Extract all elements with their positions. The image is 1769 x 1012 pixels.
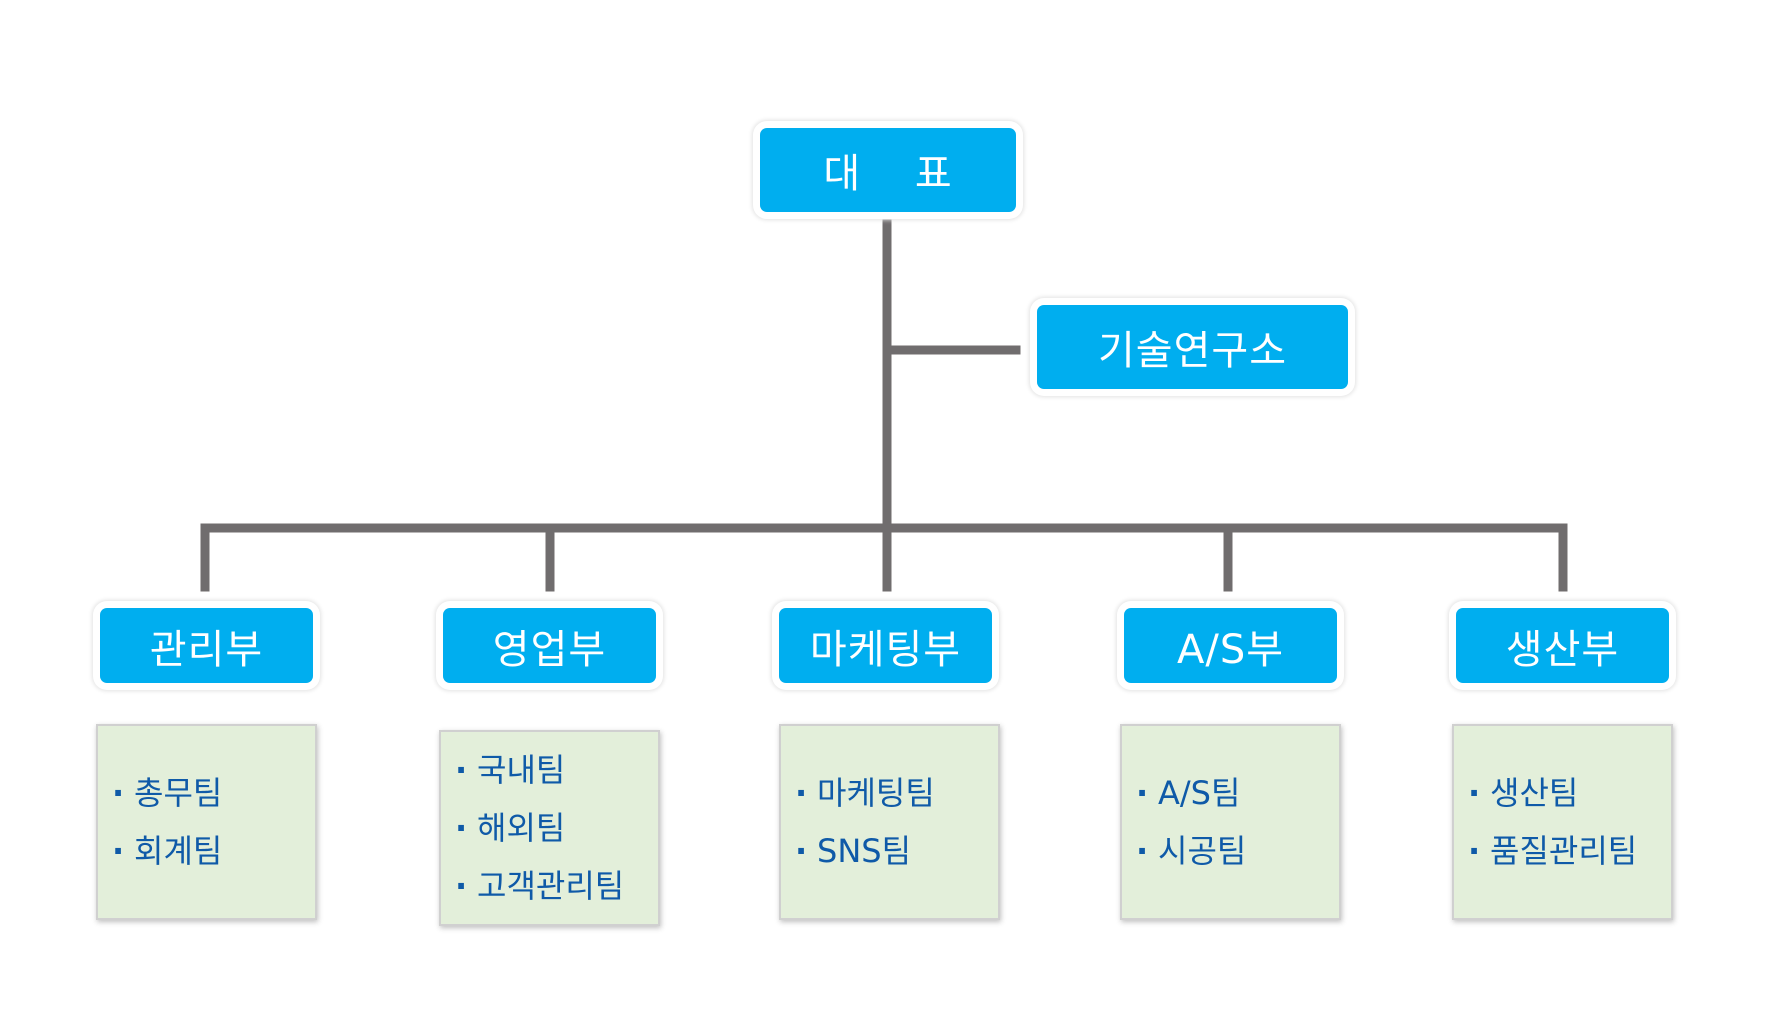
team-list: 총무팀 회계팀 <box>112 764 315 880</box>
team-list: 생산팀 품질관리팀 <box>1468 764 1671 880</box>
department-node-sales: 영업부 <box>443 608 656 683</box>
team-item: 고객관리팀 <box>455 857 658 915</box>
team-box-admin: 총무팀 회계팀 <box>96 724 317 920</box>
team-item: SNS팀 <box>795 822 998 880</box>
team-item: 회계팀 <box>112 822 315 880</box>
team-box-sales: 국내팀 해외팀 고객관리팀 <box>439 730 660 926</box>
team-item: 마케팅팀 <box>795 764 998 822</box>
department-node-as: A/S부 <box>1124 608 1337 683</box>
team-list: A/S팀 시공팀 <box>1136 764 1339 880</box>
ceo-node: 대 표 <box>760 128 1016 212</box>
department-node-production: 생산부 <box>1456 608 1669 683</box>
team-list: 마케팅팀 SNS팀 <box>795 764 998 880</box>
department-node-marketing: 마케팅부 <box>779 608 992 683</box>
team-item: 총무팀 <box>112 764 315 822</box>
department-label: 관리부 <box>149 626 264 673</box>
team-item: 국내팀 <box>455 741 658 799</box>
team-item: 시공팀 <box>1136 822 1339 880</box>
team-item: 품질관리팀 <box>1468 822 1671 880</box>
team-box-as: A/S팀 시공팀 <box>1120 724 1341 920</box>
department-label: 영업부 <box>492 626 607 673</box>
team-item: 해외팀 <box>455 799 658 857</box>
team-item: 생산팀 <box>1468 764 1671 822</box>
team-box-marketing: 마케팅팀 SNS팀 <box>779 724 1000 920</box>
team-box-production: 생산팀 품질관리팀 <box>1452 724 1673 920</box>
department-label: A/S부 <box>1176 626 1285 673</box>
research-lab-node: 기술연구소 <box>1037 305 1348 389</box>
research-lab-label: 기술연구소 <box>1098 328 1287 374</box>
department-label: 마케팅부 <box>809 626 962 673</box>
department-label: 생산부 <box>1505 626 1620 673</box>
department-node-admin: 관리부 <box>100 608 313 683</box>
team-list: 국내팀 해외팀 고객관리팀 <box>455 741 658 915</box>
ceo-label: 대 표 <box>823 151 953 197</box>
team-item: A/S팀 <box>1136 764 1339 822</box>
